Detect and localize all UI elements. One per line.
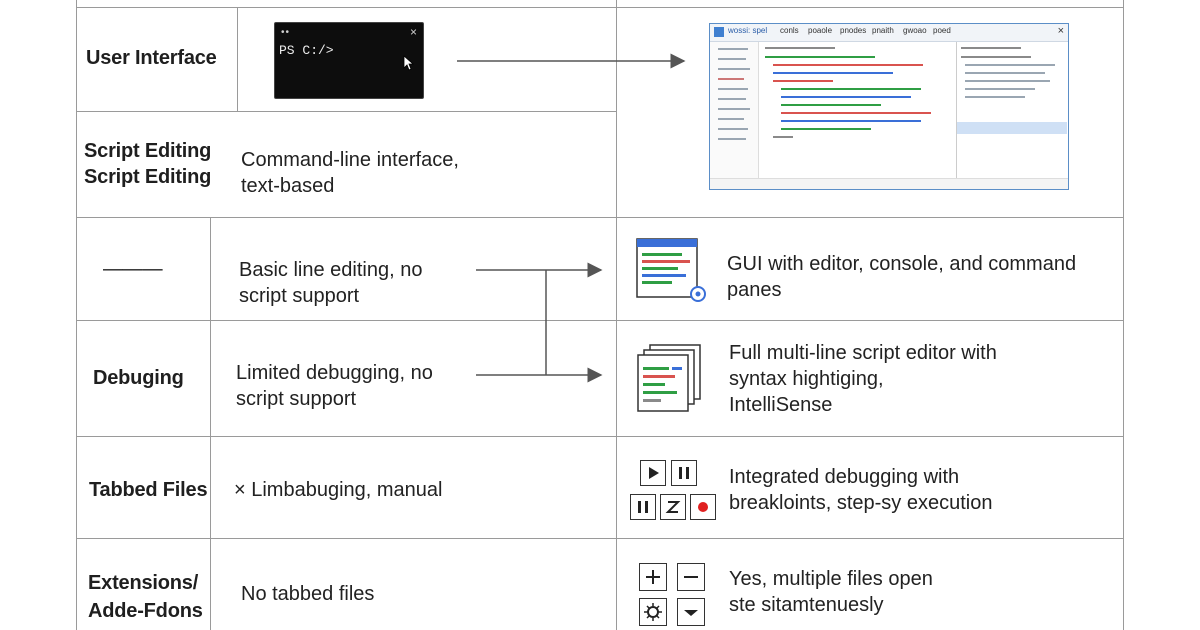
left-desc-row3: Basic line editing, no script support — [239, 259, 423, 307]
ise-sidebar — [710, 42, 759, 189]
ise-menu-item: poaole — [808, 26, 833, 35]
minus-icon — [677, 563, 705, 591]
ise-menu-item: wossi: spel — [728, 26, 768, 35]
ise-right-pane — [957, 42, 1067, 189]
close-icon: × — [1057, 25, 1064, 37]
row-label-user-interface: User Interface — [86, 47, 217, 69]
ise-window-thumbnail: wossi: spel conls poaole pnodes pnaith g… — [709, 23, 1069, 190]
left-desc-row2: Command-line interface, text-based — [241, 149, 459, 197]
left-desc-row6: No tabbed files — [241, 583, 375, 605]
window-dots-icon: •• — [281, 27, 291, 38]
left-desc-row4: Limited debugging, no script support — [236, 362, 433, 410]
gear-icon — [639, 598, 667, 626]
ise-menu-item: pnodes — [840, 26, 867, 35]
row-divider-top — [76, 7, 1124, 8]
left-desc-row5: × Limbabuging, manual — [234, 479, 443, 501]
outer-left-border — [76, 0, 77, 630]
ise-titlebar: wossi: spel conls poaole pnodes pnaith g… — [710, 24, 1068, 42]
row-label-tabbed-files: Tabbed Files — [89, 479, 208, 501]
ise-script-editor — [759, 42, 957, 189]
label-col-divider-b — [210, 217, 211, 630]
row-divider-2 — [76, 217, 1124, 218]
row-label-dash: ——— — [103, 258, 163, 280]
pause-icon — [630, 494, 656, 520]
ise-menu-item: poed — [933, 26, 951, 35]
right-desc-row4: Full multi-line script editor with synta… — [729, 342, 997, 416]
ise-menu-item: conls — [780, 26, 799, 35]
stacked-scripts-icon — [637, 344, 701, 412]
ise-menu-item: pnaith — [872, 26, 894, 35]
step-icon — [660, 494, 686, 520]
close-icon: × — [409, 25, 417, 39]
row-divider-3 — [76, 320, 1124, 321]
right-desc-row6: Yes, multiple files open ste sitamtenues… — [729, 568, 933, 616]
mouse-cursor-icon — [403, 55, 415, 71]
ise-menu-item: gwoao — [903, 26, 927, 35]
record-icon — [690, 494, 716, 520]
right-desc-row3: GUI with editor, console, and command pa… — [727, 253, 1077, 301]
row-label-extensions: Extensions/ Adde-Fdons — [88, 572, 203, 622]
right-desc-row5: Integrated debugging with breakloints, s… — [729, 466, 993, 514]
row-divider-5 — [76, 538, 1124, 539]
editor-window-icon — [636, 238, 706, 302]
console-window-thumbnail: •• × PS C:/> — [274, 22, 424, 99]
chevron-down-icon — [677, 598, 705, 626]
outer-right-border — [1123, 0, 1124, 630]
plus-icon — [639, 563, 667, 591]
middle-divider — [616, 0, 617, 630]
row-label-debugging: Debuging — [93, 367, 184, 389]
ise-statusbar — [710, 178, 1068, 189]
pause-icon — [671, 460, 697, 486]
ise-app-icon — [714, 27, 724, 37]
label-col-divider-a — [237, 7, 238, 111]
row-label-script-editing: Script Editing Script Editing — [84, 140, 212, 188]
play-icon — [640, 460, 666, 486]
row-divider-1 — [76, 111, 616, 112]
row-divider-4 — [76, 436, 1124, 437]
console-prompt: PS C:/> — [279, 43, 334, 58]
